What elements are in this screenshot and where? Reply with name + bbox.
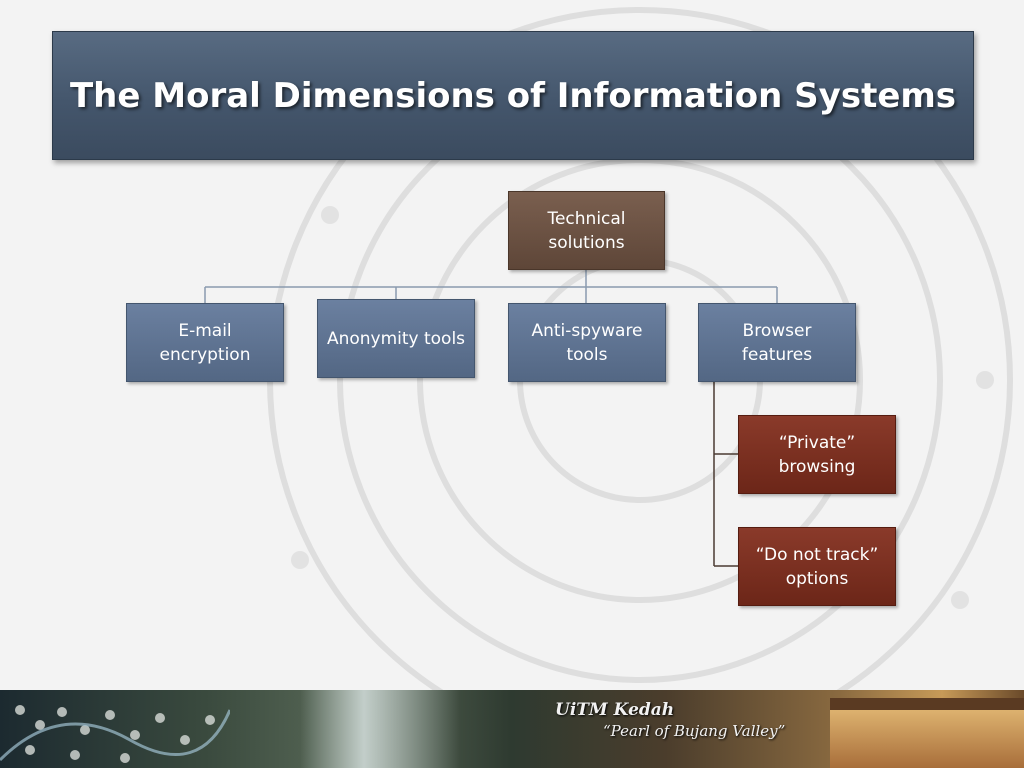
node-label-line2: encryption [159,344,251,365]
node-browser-features: Browser features [698,303,856,382]
node-label-line1: Technical [547,208,626,229]
node-label-line1: Browser [742,320,812,341]
slide-title: The Moral Dimensions of Information Syst… [69,75,957,116]
node-label-line1: “Private” [778,432,856,453]
node-label-line1: E-mail [178,320,232,341]
node-label-line2: browsing [778,456,856,477]
footer-caption: UiTM Kedah “Pearl of Bujang Valley” [555,700,785,740]
node-private-browsing: “Private” browsing [738,415,896,494]
node-label-line1: Anonymity tools [326,328,466,349]
node-label-line2: tools [566,344,608,365]
footer-banner: UiTM Kedah “Pearl of Bujang Valley” [0,690,1024,768]
node-anonymity-tools: Anonymity tools [317,299,475,378]
node-label-line2: solutions [548,232,625,253]
footer-caption-line1: UiTM Kedah [555,700,675,720]
node-anti-spyware-tools: Anti-spyware tools [508,303,666,382]
waterfall-photo [300,690,460,768]
node-label-line2: features [741,344,813,365]
node-technical-solutions: Technical solutions [508,191,665,270]
decorative-pattern [0,705,230,763]
node-do-not-track: “Do not track” options [738,527,896,606]
node-label-line1: Anti-spyware [531,320,643,341]
node-email-encryption: E-mail encryption [126,303,284,382]
diagram-connectors [204,270,778,567]
title-banner: The Moral Dimensions of Information Syst… [52,31,974,160]
node-label-line1: “Do not track” [755,544,879,565]
node-label-line2: options [785,568,849,589]
footer-caption-line2: “Pearl of Bujang Valley” [603,722,786,740]
building-photo [830,698,1024,768]
